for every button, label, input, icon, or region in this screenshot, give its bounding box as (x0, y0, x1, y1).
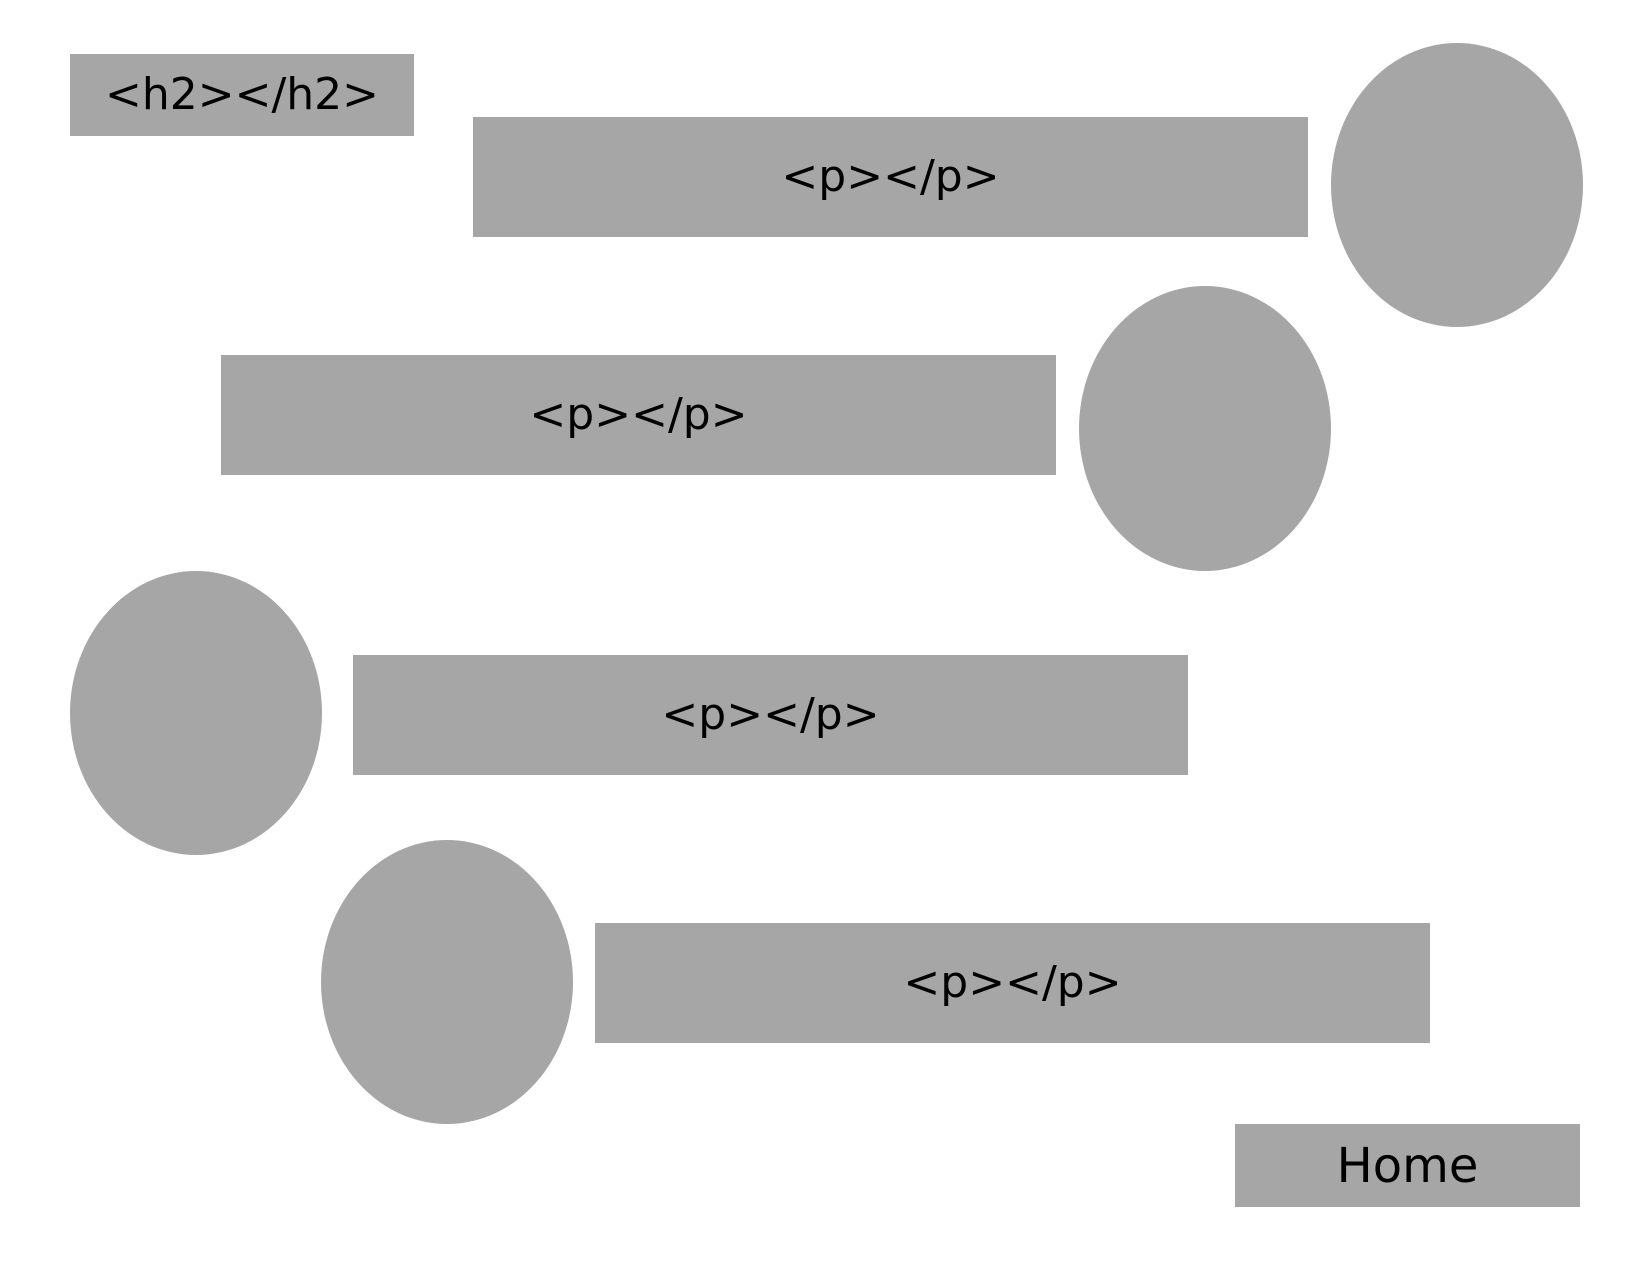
paragraph-placeholder-1: <p></p> (473, 117, 1308, 237)
image-placeholder-circle-3 (70, 571, 322, 855)
paragraph-placeholder-2: <p></p> (221, 355, 1056, 475)
paragraph-label-4: <p></p> (903, 957, 1122, 1008)
paragraph-label-1: <p></p> (781, 151, 1000, 202)
image-placeholder-circle-4 (321, 840, 573, 1124)
image-placeholder-circle-2 (1079, 286, 1331, 571)
heading-placeholder: <h2></h2> (70, 54, 414, 136)
image-placeholder-circle-1 (1331, 43, 1583, 327)
home-button-label: Home (1336, 1137, 1479, 1194)
paragraph-placeholder-4: <p></p> (595, 923, 1430, 1043)
paragraph-label-2: <p></p> (529, 389, 748, 440)
paragraph-label-3: <p></p> (661, 689, 880, 740)
paragraph-placeholder-3: <p></p> (353, 655, 1188, 775)
home-button[interactable]: Home (1235, 1124, 1580, 1207)
heading-label: <h2></h2> (104, 69, 380, 120)
